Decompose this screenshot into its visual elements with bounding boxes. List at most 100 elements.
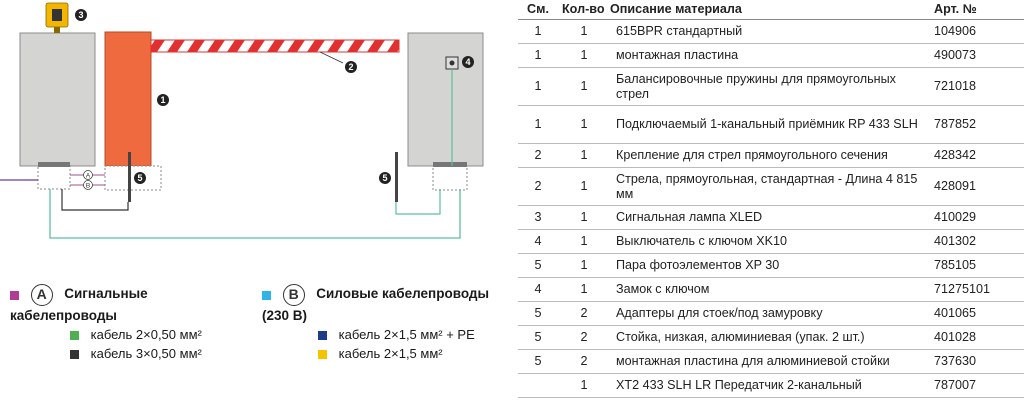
power-color-swatch bbox=[262, 290, 271, 300]
cell-pos bbox=[518, 373, 558, 398]
left-foundation-box bbox=[37, 164, 71, 190]
table-row: 1 1 615BPR стандартный 104906 bbox=[518, 19, 1024, 44]
cell-pos: 2 bbox=[518, 143, 558, 168]
header-description: Описание материала bbox=[610, 0, 930, 20]
cell-art: 737630 bbox=[930, 349, 1024, 374]
cell-desc: Сигнальная лампа XLED bbox=[610, 205, 930, 230]
cell-pos: 4 bbox=[518, 277, 558, 302]
cell-desc: Стойка, низкая, алюминиевая (упак. 2 шт.… bbox=[610, 325, 930, 350]
swatch-yellow bbox=[318, 350, 327, 360]
legend-item-power-2: кабель 2×1,5 мм² bbox=[318, 346, 443, 361]
cell-art: 71275101 bbox=[930, 277, 1024, 302]
table-row: 4 1 Замок с ключом 71275101 bbox=[518, 277, 1024, 302]
legend-item-signal-1: кабель 2×0,50 мм² bbox=[70, 327, 202, 342]
cell-qty: 2 bbox=[558, 325, 610, 350]
table-row: 1 1 монтажная пластина 490073 bbox=[518, 43, 1024, 68]
cell-qty: 1 bbox=[558, 105, 610, 144]
cell-art: 721018 bbox=[930, 67, 1024, 106]
table-row: 1 1 Балансировочные пружины для прямоуго… bbox=[518, 67, 1024, 106]
cell-art: 787007 bbox=[930, 373, 1024, 398]
callout-5-left: 5 bbox=[137, 173, 142, 183]
cell-qty: 2 bbox=[558, 301, 610, 326]
callout-5-right: 5 bbox=[382, 173, 387, 183]
cable-legend: A Сигнальные кабелепроводы кабель 2×0,50… bbox=[0, 282, 510, 382]
header-article: Арт. № bbox=[930, 0, 1024, 20]
cell-desc: монтажная пластина bbox=[610, 43, 930, 68]
cell-pos: 4 bbox=[518, 229, 558, 254]
legend-item-signal-2: кабель 3×0,50 мм² bbox=[70, 346, 202, 361]
cell-pos: 1 bbox=[518, 43, 558, 68]
signal-letter-badge: A bbox=[30, 284, 53, 306]
signal-title-line1: Сигнальные bbox=[64, 286, 148, 302]
photocell-post-right bbox=[395, 152, 398, 202]
cell-art: 428342 bbox=[930, 143, 1024, 168]
cell-qty: 1 bbox=[558, 373, 610, 398]
cell-pos: 2 bbox=[518, 167, 558, 206]
cell-qty: 1 bbox=[558, 229, 610, 254]
cell-art: 401302 bbox=[930, 229, 1024, 254]
table-row: 3 1 Сигнальная лампа XLED 410029 bbox=[518, 205, 1024, 230]
cell-qty: 1 bbox=[558, 67, 610, 106]
cell-pos: 5 bbox=[518, 253, 558, 278]
callout-1: 1 bbox=[160, 95, 165, 105]
cell-desc: Замок с ключом bbox=[610, 277, 930, 302]
table-row: 2 1 Крепление для стрел прямоугольного с… bbox=[518, 143, 1024, 168]
barrier-body bbox=[104, 31, 152, 167]
cell-desc: Адаптеры для стоек/под замуровку bbox=[610, 301, 930, 326]
cable-marker-b: B bbox=[86, 183, 90, 190]
cell-pos: 5 bbox=[518, 325, 558, 350]
swatch-green bbox=[70, 331, 79, 341]
table-row: 5 1 Пара фотоэлементов XP 30 785105 bbox=[518, 253, 1024, 278]
cell-qty: 1 bbox=[558, 143, 610, 168]
cell-pos: 1 bbox=[518, 105, 558, 144]
installation-diagram: A B 1 2 3 4 5 5 bbox=[0, 2, 484, 239]
legend-item-power-1: кабель 2×1,5 мм² + PE bbox=[318, 327, 475, 342]
cell-art: 104906 bbox=[930, 19, 1024, 44]
cable-marker-a: A bbox=[86, 173, 91, 180]
cell-qty: 1 bbox=[558, 205, 610, 230]
table-row: 5 2 Адаптеры для стоек/под замуровку 401… bbox=[518, 301, 1024, 326]
cell-desc: Крепление для стрел прямоугольного сечен… bbox=[610, 143, 930, 168]
power-title-line2: (230 В) bbox=[262, 308, 308, 323]
cell-qty: 1 bbox=[558, 19, 610, 44]
legend-label: кабель 2×1,5 мм² bbox=[338, 346, 443, 361]
cell-desc: Пара фотоэлементов XP 30 bbox=[610, 253, 930, 278]
cell-desc: Стрела, прямоугольная, стандартная - Дли… bbox=[610, 167, 930, 206]
cell-pos: 1 bbox=[518, 19, 558, 44]
signal-title-line2: кабелепроводы bbox=[10, 308, 117, 323]
cell-desc: 615BPR стандартный bbox=[610, 19, 930, 44]
power-letter-badge: B bbox=[282, 284, 305, 306]
cell-qty: 1 bbox=[558, 167, 610, 206]
table-row: 1 1 Подключаемый 1-канальный приёмник RP… bbox=[518, 105, 1024, 144]
cell-qty: 1 bbox=[558, 253, 610, 278]
boom-arm bbox=[150, 39, 400, 53]
swatch-navy bbox=[318, 331, 327, 341]
cell-art: 401028 bbox=[930, 325, 1024, 350]
table-row: 5 2 Стойка, низкая, алюминиевая (упак. 2… bbox=[518, 325, 1024, 350]
cell-desc: Балансировочные пружины для прямоугольны… bbox=[610, 67, 930, 106]
callout-4: 4 bbox=[465, 57, 470, 67]
header-quantity: Кол-во bbox=[558, 0, 610, 20]
cell-pos: 5 bbox=[518, 349, 558, 374]
cell-art: 785105 bbox=[930, 253, 1024, 278]
cell-qty: 1 bbox=[558, 277, 610, 302]
photocell-post-left bbox=[128, 152, 131, 202]
legend-label: кабель 2×0,50 мм² bbox=[90, 327, 202, 342]
callout-3: 3 bbox=[78, 10, 83, 20]
cell-desc: Выключатель с ключом XK10 bbox=[610, 229, 930, 254]
table-row: 4 1 Выключатель с ключом XK10 401302 bbox=[518, 229, 1024, 254]
cell-art: 490073 bbox=[930, 43, 1024, 68]
table-row: 2 1 Стрела, прямоугольная, стандартная -… bbox=[518, 167, 1024, 206]
legend-label: кабель 3×0,50 мм² bbox=[90, 346, 202, 361]
barrier-foundation-box bbox=[104, 165, 162, 191]
parts-table: См. Кол-во Описание материала Арт. № 1 1… bbox=[518, 0, 1024, 398]
cell-qty: 2 bbox=[558, 349, 610, 374]
left-cabinet bbox=[19, 32, 96, 167]
cell-art: 428091 bbox=[930, 167, 1024, 206]
cell-desc: монтажная пластина для алюминиевой стойк… bbox=[610, 349, 930, 374]
cell-art: 787852 bbox=[930, 105, 1024, 144]
swatch-black bbox=[70, 350, 79, 360]
table-row: 5 2 монтажная пластина для алюминиевой с… bbox=[518, 349, 1024, 374]
callout-2: 2 bbox=[348, 62, 353, 72]
header-position: См. bbox=[518, 0, 558, 20]
